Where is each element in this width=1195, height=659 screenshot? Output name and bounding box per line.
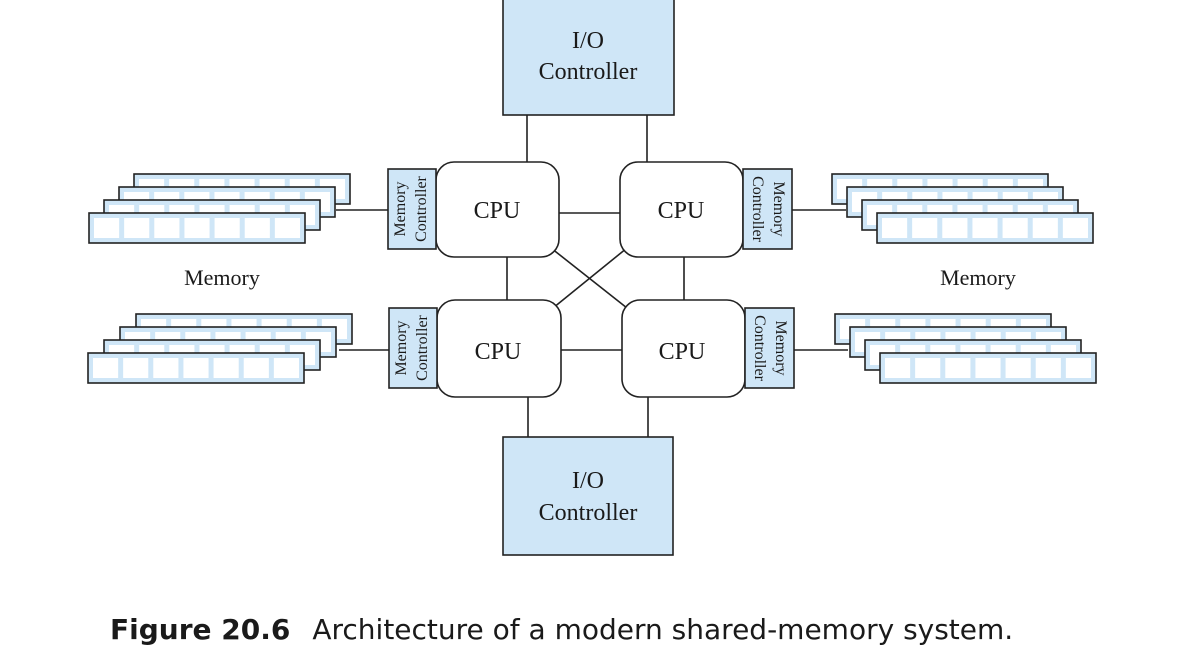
memory-cell: [154, 218, 180, 238]
cpu-top-left: CPU: [435, 161, 560, 258]
shared-memory-architecture-diagram: I/O Controller I/O Controller CPU CPU CP…: [87, 0, 1097, 556]
io-controller-bottom: I/O Controller: [502, 436, 674, 556]
cpu-bottom-right-label: CPU: [659, 339, 706, 365]
memory-cell: [882, 218, 908, 238]
cpu-bottom-left-label: CPU: [475, 339, 522, 365]
memory-cell: [273, 358, 299, 378]
memory-cell: [213, 358, 239, 378]
memory-cell: [1035, 358, 1061, 378]
memory-label-left: Memory: [184, 265, 260, 290]
cpu-bottom-left: CPU: [436, 299, 562, 398]
memory-cell: [975, 358, 1001, 378]
memory-cell: [94, 218, 120, 238]
memory-controller-tl-line2: Controller: [413, 175, 430, 241]
memory-cell: [1065, 358, 1091, 378]
memory-module: [879, 352, 1097, 384]
figure-caption-text: Architecture of a modern shared-memory s…: [312, 613, 1014, 646]
memory-stack-top-left: [88, 173, 351, 244]
cpu-top-right-label: CPU: [658, 198, 705, 224]
memory-controller-top-left: Memory Controller: [387, 168, 437, 250]
memory-stack-bottom-left: [87, 313, 353, 384]
memory-label-right: Memory: [940, 265, 1016, 290]
memory-controller-bl-line2: Controller: [414, 314, 431, 380]
memory-module: [876, 212, 1094, 244]
memory-cell: [1002, 218, 1028, 238]
memory-cell: [972, 218, 998, 238]
memory-controller-bl-line1: Memory: [393, 320, 410, 375]
memory-cell: [1005, 358, 1031, 378]
cpu-top-right: CPU: [619, 161, 744, 258]
memory-cell: [183, 358, 209, 378]
cpu-bottom-right: CPU: [621, 299, 746, 398]
memory-cell: [214, 218, 240, 238]
io-controller-bottom-line1: I/O: [572, 468, 604, 494]
memory-cell: [1032, 218, 1058, 238]
memory-cell: [184, 218, 210, 238]
memory-cell: [1062, 218, 1088, 238]
cpu-tr-to-cpu-bl-link: [552, 247, 628, 309]
memory-cell: [942, 218, 968, 238]
cpu-top-left-label: CPU: [474, 198, 521, 224]
memory-module: [87, 352, 305, 384]
memory-controller-bottom-left: Memory Controller: [388, 307, 438, 389]
memory-cell: [915, 358, 941, 378]
memory-controller-br-line1: Memory: [772, 320, 789, 375]
memory-cell: [124, 218, 150, 238]
memory-stack-top-right: [831, 173, 1094, 244]
memory-cell: [945, 358, 971, 378]
figure-number: Figure 20.6: [110, 613, 291, 646]
memory-stack-bottom-right: [834, 313, 1097, 384]
memory-controller-tr-line1: Memory: [770, 181, 787, 236]
io-controller-top-line1: I/O: [572, 28, 604, 54]
memory-cell: [153, 358, 179, 378]
memory-cell: [274, 218, 300, 238]
memory-cell: [243, 358, 269, 378]
memory-controller-bottom-right: Memory Controller: [744, 307, 795, 389]
io-controller-top: I/O Controller: [502, 0, 675, 116]
memory-controller-tl-line1: Memory: [392, 181, 409, 236]
memory-controller-br-line2: Controller: [751, 315, 768, 381]
figure-caption: Figure 20.6 Architecture of a modern shar…: [110, 610, 1170, 647]
memory-cell: [244, 218, 270, 238]
io-controller-top-line2: Controller: [539, 59, 638, 85]
memory-controller-tr-line2: Controller: [749, 176, 766, 242]
io-controller-bottom-line2: Controller: [539, 500, 638, 526]
memory-controller-top-right: Memory Controller: [742, 168, 793, 250]
memory-module: [88, 212, 306, 244]
memory-cell: [912, 218, 938, 238]
memory-cell: [885, 358, 911, 378]
interconnect-lines: [336, 115, 848, 437]
memory-cell: [123, 358, 149, 378]
memory-cell: [93, 358, 119, 378]
